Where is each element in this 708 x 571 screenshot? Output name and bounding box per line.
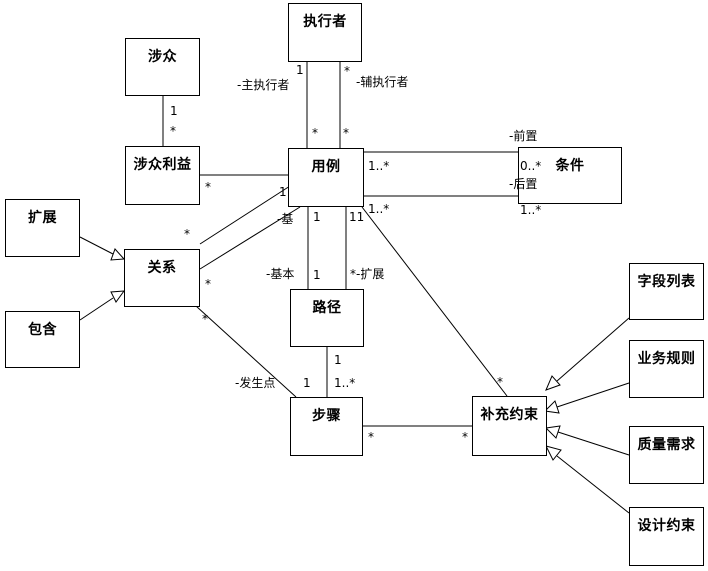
multiplicity-label: * bbox=[205, 277, 211, 291]
multiplicity-label: 1 bbox=[279, 185, 287, 199]
multiplicity-label: 0..* bbox=[520, 159, 542, 173]
role-label: -辅执行者 bbox=[356, 75, 409, 89]
class-supplementary-constraint-name: 补充约束 bbox=[480, 407, 539, 423]
role-label: -后置 bbox=[509, 177, 538, 191]
assoc-relation-usecase bbox=[199, 185, 291, 245]
class-quality-requirement-name: 质量需求 bbox=[637, 437, 696, 453]
triangle-arrowhead bbox=[545, 375, 561, 391]
class-use-case-name: 用例 bbox=[311, 159, 341, 175]
multiplicity-label: 1 bbox=[296, 63, 304, 77]
class-condition: 条件 bbox=[518, 147, 622, 204]
generalization-quality-req bbox=[557, 431, 630, 456]
multiplicity-label: * bbox=[205, 180, 211, 194]
class-actor: 执行者 bbox=[288, 3, 362, 62]
multiplicity-label: * bbox=[312, 126, 318, 140]
class-use-case: 用例 bbox=[288, 148, 364, 207]
class-design-constraint-name: 设计约束 bbox=[637, 518, 696, 534]
class-step: 步骤 bbox=[290, 397, 363, 456]
role-label: -基 bbox=[277, 212, 294, 226]
class-path-name: 路径 bbox=[312, 300, 342, 316]
multiplicity-label: * bbox=[497, 375, 503, 389]
generalization-business-rule bbox=[556, 382, 630, 408]
multiplicity-label: * bbox=[368, 430, 374, 444]
multiplicity-label: 11 bbox=[349, 210, 365, 224]
class-stakeholder-interest-name: 涉众利益 bbox=[133, 157, 192, 173]
assoc-occurrence-point bbox=[195, 305, 297, 398]
multiplicity-label: 1..* bbox=[334, 376, 356, 390]
multiplicity-label: * bbox=[170, 124, 176, 138]
multiplicity-label: 1 bbox=[313, 268, 321, 282]
triangle-arrowhead bbox=[110, 248, 126, 261]
role-label: *-扩展 bbox=[350, 267, 385, 281]
class-stakeholder-name: 涉众 bbox=[148, 49, 177, 65]
class-field-list-name: 字段列表 bbox=[637, 274, 696, 290]
multiplicity-label: 1..* bbox=[368, 202, 390, 216]
triangle-arrowhead bbox=[110, 290, 126, 303]
class-actor-name: 执行者 bbox=[303, 14, 347, 30]
generalization-design-constraint bbox=[556, 455, 630, 514]
class-relation-name: 关系 bbox=[147, 260, 177, 276]
class-extend-name: 扩展 bbox=[28, 210, 57, 226]
multiplicity-label: * bbox=[344, 64, 350, 78]
class-business-rule-name: 业务规则 bbox=[637, 351, 696, 367]
class-supplementary-constraint: 补充约束 bbox=[472, 396, 547, 456]
role-label: -主执行者 bbox=[237, 78, 290, 92]
triangle-arrowhead bbox=[545, 445, 562, 461]
assoc-usecase-supplement bbox=[361, 206, 508, 397]
class-step-name: 步骤 bbox=[312, 408, 341, 424]
multiplicity-label: 1 bbox=[334, 353, 342, 367]
class-design-constraint: 设计约束 bbox=[629, 507, 704, 566]
class-include-name: 包含 bbox=[28, 322, 57, 338]
class-quality-requirement: 质量需求 bbox=[629, 426, 704, 484]
assoc-relation-base bbox=[199, 206, 301, 270]
generalization-include bbox=[79, 297, 114, 321]
role-label: -基本 bbox=[266, 267, 295, 281]
generalization-extend bbox=[79, 236, 114, 255]
class-condition-name: 条件 bbox=[555, 158, 585, 174]
generalization-field-list bbox=[556, 317, 630, 382]
triangle-arrowhead bbox=[544, 425, 561, 439]
class-path: 路径 bbox=[290, 289, 364, 347]
role-label: -前置 bbox=[509, 129, 538, 143]
multiplicity-label: * bbox=[184, 227, 190, 241]
multiplicity-label: 1 bbox=[170, 104, 178, 118]
multiplicity-label: 1..* bbox=[520, 203, 542, 217]
class-field-list: 字段列表 bbox=[629, 263, 704, 320]
triangle-arrowhead bbox=[543, 400, 560, 414]
multiplicity-label: * bbox=[343, 126, 349, 140]
class-include: 包含 bbox=[5, 311, 80, 368]
class-stakeholder: 涉众 bbox=[125, 38, 200, 96]
class-stakeholder-interest: 涉众利益 bbox=[125, 146, 200, 205]
class-business-rule: 业务规则 bbox=[629, 340, 704, 398]
class-relation: 关系 bbox=[124, 249, 200, 307]
multiplicity-label: 1..* bbox=[368, 159, 390, 173]
class-extend: 扩展 bbox=[5, 199, 80, 257]
multiplicity-label: * bbox=[202, 312, 208, 326]
multiplicity-label: * bbox=[462, 430, 468, 444]
multiplicity-label: 1 bbox=[313, 210, 321, 224]
role-label: -发生点 bbox=[235, 376, 276, 390]
multiplicity-label: 1 bbox=[303, 376, 311, 390]
